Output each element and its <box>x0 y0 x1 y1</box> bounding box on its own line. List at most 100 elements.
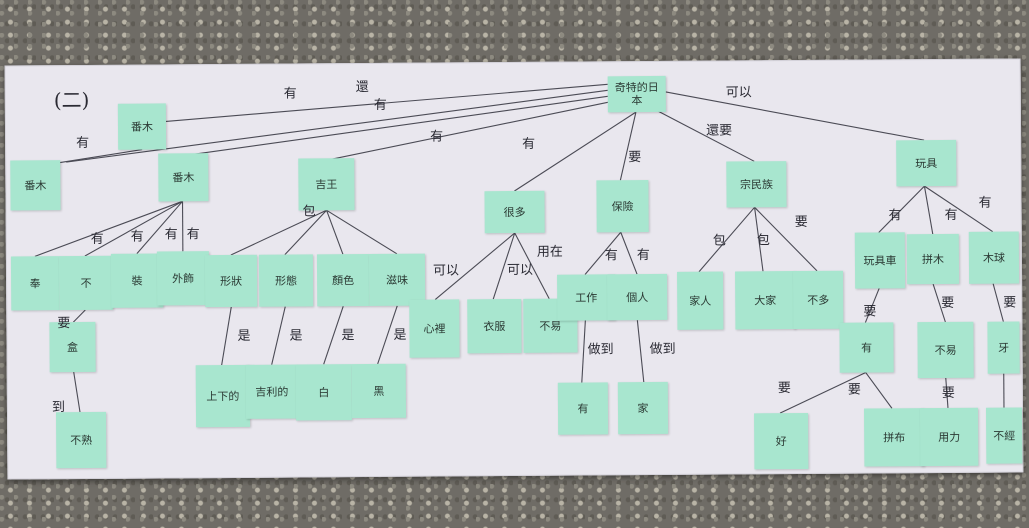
connector-line <box>165 83 608 122</box>
connector-line <box>924 185 994 233</box>
concept-node: 番木 <box>158 153 209 202</box>
link-label: 有 <box>944 207 958 223</box>
concept-node: 好 <box>754 412 809 470</box>
link-label: 還要 <box>705 123 733 139</box>
concept-node: 有 <box>839 322 894 373</box>
concept-node: 白 <box>295 364 353 421</box>
link-label: 有 <box>522 136 536 152</box>
link-label: 是 <box>341 328 355 344</box>
link-label: 有 <box>164 227 178 243</box>
concept-node: 吉利的 <box>245 364 299 419</box>
connector-line <box>655 109 755 162</box>
concept-node: 不易 <box>917 321 974 379</box>
link-label: 有 <box>604 248 618 264</box>
concept-node: 玩具車 <box>854 232 906 289</box>
connector-line <box>514 111 637 192</box>
connector-line <box>326 209 398 255</box>
concept-node: 個人 <box>607 273 668 321</box>
connector-line <box>864 288 880 323</box>
link-label: 要 <box>628 150 642 166</box>
link-label: 要 <box>777 381 791 397</box>
connector-line <box>754 206 818 272</box>
connector-line <box>72 309 86 323</box>
link-label: 包 <box>712 233 726 249</box>
link-label: 是 <box>393 327 407 343</box>
concept-node: 番木 <box>10 160 61 211</box>
link-label: 是 <box>289 328 303 344</box>
link-label: 有 <box>636 248 650 264</box>
concept-node: 不多 <box>793 270 844 330</box>
connector-line <box>492 232 516 300</box>
connector-line <box>377 305 398 365</box>
concept-node: 有 <box>557 382 609 435</box>
connector-line <box>84 200 183 257</box>
link-label: 要 <box>863 304 877 320</box>
concept-node: 盒 <box>49 321 96 373</box>
connector-line <box>992 283 1004 322</box>
connector-line <box>230 209 327 256</box>
section-title: (二) <box>53 87 90 113</box>
connector-line <box>698 206 755 273</box>
concept-node: 拼布 <box>863 408 925 467</box>
link-label: 要 <box>57 316 71 332</box>
link-label: 到 <box>51 400 66 416</box>
connector-line <box>932 283 946 323</box>
concept-node: 宗民族 <box>726 161 787 208</box>
link-label: 有 <box>90 231 104 247</box>
link-label: 有 <box>186 227 200 243</box>
concept-node: 番木 <box>117 103 167 150</box>
connector-line <box>619 112 637 181</box>
concept-node: 家 <box>617 381 669 435</box>
concept-node: 牙 <box>987 321 1020 374</box>
concept-node: 滋味 <box>368 253 426 307</box>
concept-node: 很多 <box>484 190 545 234</box>
concept-node: 裝 <box>110 253 164 308</box>
link-label: 可以 <box>506 262 534 279</box>
connector-line <box>514 232 550 300</box>
link-label: 有 <box>978 195 992 211</box>
link-label: 包 <box>302 204 316 220</box>
connector-line <box>66 89 608 163</box>
link-label: 要 <box>794 214 808 231</box>
concept-node: 大家 <box>735 271 796 330</box>
link-label: 有 <box>130 229 144 245</box>
concept-node: 形狀 <box>204 254 258 308</box>
concept-node: 外飾 <box>156 251 210 306</box>
link-label: 要 <box>1003 295 1017 311</box>
connector-line <box>636 320 645 383</box>
concept-node: 不熟 <box>55 411 107 469</box>
connector-line <box>434 232 516 300</box>
connector-line <box>754 207 764 272</box>
concept-node: 不 <box>58 255 114 311</box>
link-label: 有 <box>373 97 387 113</box>
link-label: 用在 <box>536 244 563 260</box>
connector-line <box>186 95 608 156</box>
connector-line <box>326 210 344 255</box>
concept-node: 黑 <box>351 363 407 419</box>
link-label: 包 <box>756 233 770 249</box>
connector-line <box>136 200 183 254</box>
poster-board: (二) 奇特的日本番木番木番木吉王很多保險宗民族玩具奉不裝外飾形狀形態顏色滋味心… <box>4 58 1024 480</box>
connector-line <box>584 231 622 275</box>
connector-line <box>878 185 925 233</box>
concept-node: 木球 <box>968 231 1020 284</box>
connector-line <box>665 91 925 141</box>
connector-line <box>865 372 893 409</box>
connector-line <box>620 232 638 275</box>
concept-node: 拼木 <box>906 233 960 285</box>
connector-lines <box>34 83 1005 414</box>
concept-node: 不經 <box>985 407 1023 464</box>
link-label: 是 <box>237 328 251 344</box>
link-label: 有 <box>888 208 902 224</box>
connector-line <box>221 306 232 366</box>
link-label: 可以 <box>432 263 460 279</box>
concept-node: 衣服 <box>467 298 522 354</box>
link-label: 有 <box>76 135 90 152</box>
connector-line <box>73 371 81 413</box>
link-label: 可以 <box>725 85 752 101</box>
connector-line <box>271 306 286 365</box>
link-label: 要 <box>941 295 955 312</box>
link-label: 要 <box>941 385 955 402</box>
connector-line <box>945 377 949 409</box>
link-label: 有 <box>430 129 444 145</box>
